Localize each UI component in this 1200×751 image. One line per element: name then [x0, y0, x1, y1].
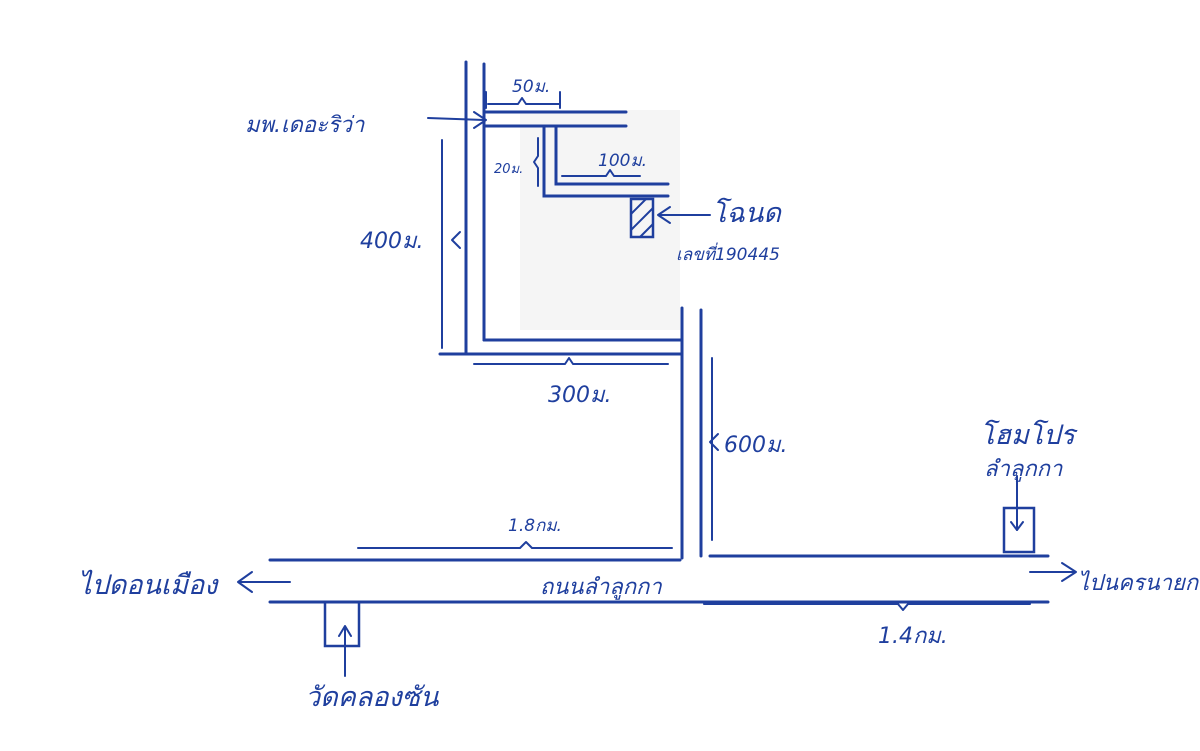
arrow-right-icon: [1029, 562, 1077, 582]
arrow-left-icon: [237, 571, 291, 593]
road-600m: [680, 306, 713, 560]
distance-1-8km-label: 1.8กม.: [508, 516, 562, 536]
road-300m: [438, 338, 684, 365]
main-road: [268, 554, 1050, 604]
village-label: มพ.เดอะริว่า: [245, 113, 365, 138]
distance-50m-label: 50ม.: [512, 77, 550, 97]
distance-20m-label: 20ม.: [494, 162, 523, 177]
distance-bracket-600m: [709, 433, 719, 451]
distance-line-1-4km: [703, 603, 1031, 611]
title-deed-plot: [629, 197, 655, 239]
inner-soi: [533, 124, 670, 198]
arrow-village-icon: [427, 111, 487, 129]
title-deed-label: โฉนด: [712, 197, 782, 229]
distance-line-1-8km: [357, 541, 673, 549]
distance-600m-label: 600ม.: [724, 433, 788, 458]
home-pro-branch-label: ลำลูกกา: [984, 457, 1063, 482]
arrow-title-deed-icon: [657, 206, 711, 224]
direction-right-label: ไปนครนายก: [1078, 570, 1200, 596]
road-name-label: ถนนลำลูกกา: [540, 575, 662, 600]
home-pro-label: โฮมโปร: [980, 419, 1078, 451]
road-400m: [441, 60, 486, 356]
title-deed-number-label: เลขที่190445: [676, 242, 780, 265]
distance-1-4km-label: 1.4กม.: [878, 624, 948, 649]
distance-400m-label: 400ม.: [360, 229, 424, 254]
home-pro-building: [1002, 475, 1036, 554]
distance-300m-label: 300ม.: [548, 383, 612, 408]
distance-100m-label: 100ม.: [598, 151, 647, 171]
temple-building: [323, 600, 361, 677]
direction-left-label: ไปดอนเมือง: [78, 569, 219, 601]
temple-label: วัดคลองซัน: [305, 682, 440, 713]
